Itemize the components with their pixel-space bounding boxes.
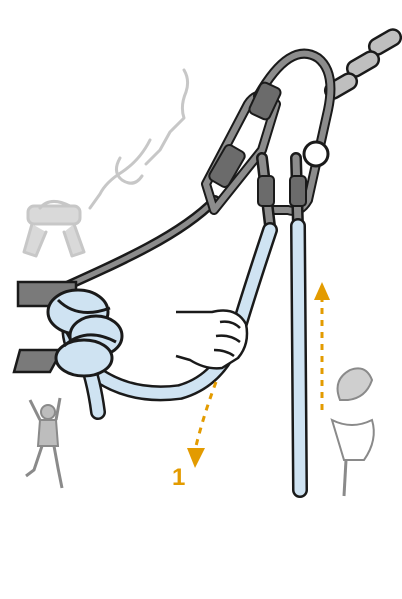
ghost-climber-figure xyxy=(22,68,190,258)
arrow-down-icon xyxy=(187,381,218,468)
arrow-up-icon xyxy=(314,282,330,410)
step-number: 1 xyxy=(172,464,186,491)
figure-eight-knot xyxy=(46,288,124,378)
climber-thumbnail xyxy=(25,397,64,489)
rope-strand-right xyxy=(290,218,308,498)
hand xyxy=(175,309,249,370)
belay-device-thumbnail xyxy=(330,367,375,497)
rope-carabiners xyxy=(256,152,307,232)
